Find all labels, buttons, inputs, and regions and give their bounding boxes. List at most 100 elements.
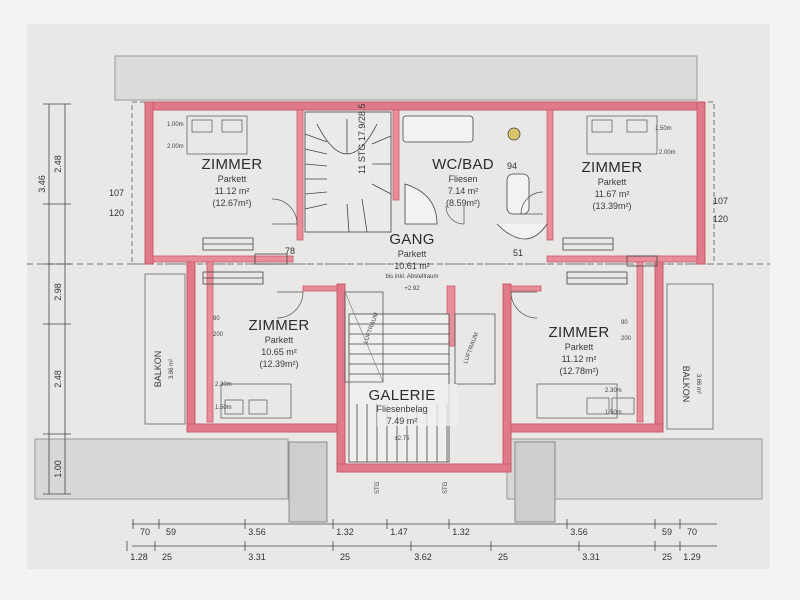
bottom-dim-label: 1.32 (336, 527, 354, 537)
room-zimmer-nw: ZIMMER Parkett 11.12 m² (12.67m²) (202, 156, 263, 208)
dim-left-4: 1.00 (53, 460, 63, 478)
room-wc-bad: WC/BAD Fliesen 7.14 m² (8.59m²) (432, 156, 494, 208)
stair-note: 11 STG 17.9/28.5 (357, 104, 367, 174)
room-area-gross: (12.67m²) (212, 198, 251, 208)
room-name: GANG (389, 231, 434, 248)
dim-120-right: 120 (713, 214, 728, 224)
room-name: ZIMMER (249, 317, 310, 334)
bottom-dim-label: 1.32 (452, 527, 470, 537)
stair-up-label-2: STG (443, 481, 449, 494)
room-zimmer-sw: ZIMMER Parkett 10.65 m² (12.39m²) (249, 317, 310, 369)
bottom-dim-label: 59 (166, 527, 176, 537)
left-dimension-chain (43, 103, 71, 495)
room-galerie: GALERIE Fliesenbelag 7.49 m² ±2.75 (368, 384, 457, 442)
room-area: 7.14 m² (448, 186, 479, 196)
bottom-dim-label: 25 (662, 552, 672, 562)
floor-plan: 11 STG 17.9/28.5 LUFTRAUM LUFTRAUM (27, 24, 770, 569)
roof-eave-left (34, 438, 289, 500)
beds (186, 115, 658, 419)
dim-200-left: 200 (213, 332, 224, 338)
room-area-gross: (8.59m²) (446, 198, 480, 208)
luftraum-right-box (454, 313, 496, 385)
room-area: 10.61 m² (394, 261, 430, 271)
dim-200-right: 200 (621, 336, 632, 342)
room-note: bis inkl. Abstellraum (385, 274, 438, 280)
bottom-dim-label: 3.56 (248, 527, 266, 537)
bottom-dim-label: 59 (662, 527, 672, 537)
dim-2-30m-sw: 2.30m (215, 382, 232, 388)
room-name: ZIMMER (202, 156, 263, 173)
room-floor: Parkett (398, 249, 427, 259)
room-floor: Parkett (265, 335, 294, 345)
door-swings (271, 191, 544, 319)
bottom-dimension-row-2: 1.28 25 3.31 25 3.62 25 3.31 25 1.29 (126, 541, 701, 562)
bottom-dim-label: 3.62 (414, 552, 432, 562)
bottom-dim-label: 25 (340, 552, 350, 562)
dim-2-30m-se: 2.30m (605, 388, 622, 394)
dim-left-3: 2.48 (53, 370, 63, 388)
dim-90-right: 90 (621, 320, 628, 326)
room-area: 3.86 m² (169, 359, 175, 379)
bottom-dim-label: 1.29 (683, 552, 701, 562)
bottom-dim-label: 3.31 (248, 552, 266, 562)
bottom-dim-label: 1.28 (130, 552, 148, 562)
dim-1-00m: 1.00m (167, 122, 184, 128)
dim-1-50m-sw: 1.50m (215, 405, 232, 411)
bottom-dim-label: 70 (687, 527, 697, 537)
bathroom-fixtures (402, 115, 548, 240)
dim-2-00m-right: 2.00m (659, 150, 676, 156)
room-area: 11.12 m² (215, 186, 250, 196)
floor-plan-drawing: 11 STG 17.9/28.5 LUFTRAUM LUFTRAUM (27, 55, 770, 562)
bottom-dim-label: 3.56 (570, 527, 588, 537)
dim-1-50m-se: 1.50m (605, 410, 622, 416)
room-zimmer-ne: ZIMMER Parkett 11.67 m² (13.39m²) (582, 159, 643, 211)
room-name: BALKON (153, 351, 163, 388)
windows (202, 237, 658, 285)
luftraum-left-box (344, 291, 384, 383)
bottom-dim-label: 70 (140, 527, 150, 537)
dim-90-left: 90 (213, 316, 220, 322)
room-balkon-w: BALKON 3.86 m² (153, 351, 175, 388)
room-area: 10.65 m² (261, 347, 297, 357)
bath-dim-94: 94 (507, 161, 517, 171)
room-name: ZIMMER (549, 324, 610, 341)
room-area-gross: (13.39m²) (592, 201, 631, 211)
room-floor: Parkett (565, 342, 594, 352)
room-area-gross: (12.39m²) (259, 359, 298, 369)
dim-left-0: 2.48 (53, 155, 63, 173)
interior-walls (152, 109, 698, 423)
dim-1-50m: 1.50m (655, 126, 672, 132)
luftraum-right-label: LUFTRAUM (463, 332, 480, 365)
room-floor: Parkett (598, 177, 627, 187)
room-balkon-e: BALKON 3.66 m² (681, 366, 701, 403)
room-gang: GANG Parkett 10.61 m² bis inkl. Abstellr… (385, 231, 438, 292)
room-floor: Parkett (218, 174, 247, 184)
room-level: +2.92 (404, 286, 420, 292)
bottom-dimension-row-1: 70 59 3.56 1.32 1.47 1.32 3.56 59 70 (132, 519, 697, 537)
dim-left-1: 3.46 (37, 175, 47, 193)
room-area: 11.67 m² (595, 189, 630, 199)
room-area-gross: (12.78m²) (559, 366, 598, 376)
dim-107-right: 107 (713, 196, 728, 206)
room-area: 7.49 m² (387, 416, 418, 426)
room-zimmer-se: ZIMMER Parkett 11.12 m² (12.78m²) (549, 324, 610, 376)
staircase (304, 111, 392, 233)
stair-up-label-1: STG (375, 481, 381, 494)
bottom-dim-label: 25 (162, 552, 172, 562)
bottom-dim-label: 1.47 (390, 527, 408, 537)
chimney-left (288, 441, 328, 523)
dim-107-left: 107 (109, 188, 124, 198)
dim-51: 51 (513, 248, 523, 258)
roof-ridge (114, 55, 698, 101)
bottom-dim-label: 25 (498, 552, 508, 562)
room-name: GALERIE (368, 387, 435, 404)
bottom-dimension-chain (132, 523, 717, 547)
room-name: ZIMMER (582, 159, 643, 176)
dim-2-00m-left: 2.00m (167, 144, 184, 150)
bottom-dim-label: 3.31 (582, 552, 600, 562)
dim-left-2: 2.98 (53, 283, 63, 301)
room-name: WC/BAD (432, 156, 494, 173)
chimney-right (514, 441, 556, 523)
room-name: BALKON (681, 366, 691, 403)
